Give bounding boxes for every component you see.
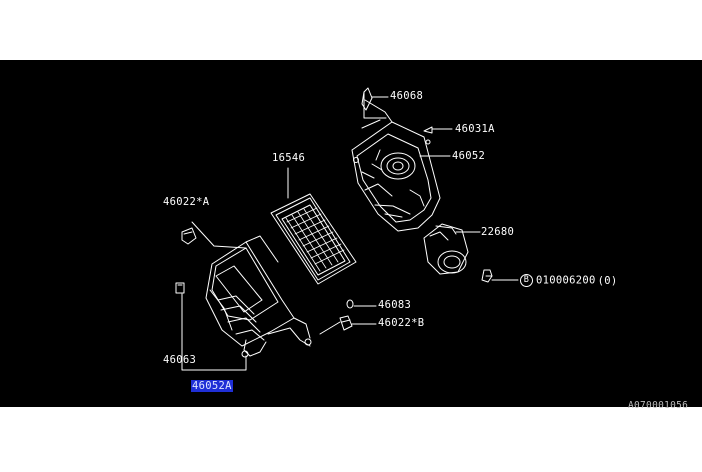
circle-b-icon: B: [520, 274, 533, 287]
bolt-part-number: 010006200: [536, 274, 596, 287]
clip-46022a-part[interactable]: [181, 227, 197, 245]
upper-case-part[interactable]: [351, 87, 441, 232]
part-label-46052a-highlighted[interactable]: 46052A: [191, 380, 233, 392]
filter-element-part[interactable]: [270, 193, 357, 285]
grommet-46083-part[interactable]: [346, 299, 354, 309]
part-label-16546[interactable]: 16546: [272, 152, 306, 164]
part-label-46052[interactable]: 46052: [452, 150, 486, 162]
part-label-46022b[interactable]: 46022*B: [378, 317, 425, 329]
leader-lines: [181, 91, 519, 371]
bracket-46068[interactable]: [361, 87, 373, 111]
bolt-46063-part[interactable]: [175, 282, 185, 294]
bolt-quantity: (0): [597, 274, 618, 287]
part-label-46068[interactable]: 46068: [390, 90, 424, 102]
bolt-part[interactable]: [481, 269, 493, 283]
air-flow-meter-part[interactable]: [423, 223, 469, 275]
clip-46022b-part[interactable]: [339, 315, 353, 331]
part-label-46083[interactable]: 46083: [378, 299, 412, 311]
part-label-22680[interactable]: 22680: [481, 226, 515, 238]
lower-case-part[interactable]: [205, 235, 312, 358]
drawing-number: A070001056: [628, 400, 689, 411]
part-label-46031a[interactable]: 46031A: [455, 123, 495, 135]
drawing-background: [0, 60, 702, 407]
part-label-46022a[interactable]: 46022*A: [163, 196, 210, 208]
part-label-46063[interactable]: 46063: [163, 354, 197, 366]
